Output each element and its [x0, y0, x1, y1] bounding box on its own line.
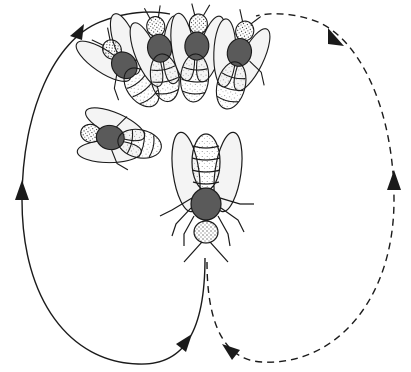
dancer-abdomen: [192, 134, 220, 190]
arrow-icon: [222, 344, 240, 360]
follower-bee: [73, 100, 168, 179]
dancing-bee: [160, 131, 254, 262]
arrow-icon: [387, 170, 401, 190]
dancer-head: [194, 221, 218, 243]
dancer-thorax: [191, 188, 221, 220]
arrow-icon: [176, 334, 192, 352]
arrow-icon: [328, 28, 344, 46]
dancer-antennae: [184, 242, 228, 262]
arrow-icon: [70, 24, 84, 40]
arrow-icon: [15, 180, 29, 200]
